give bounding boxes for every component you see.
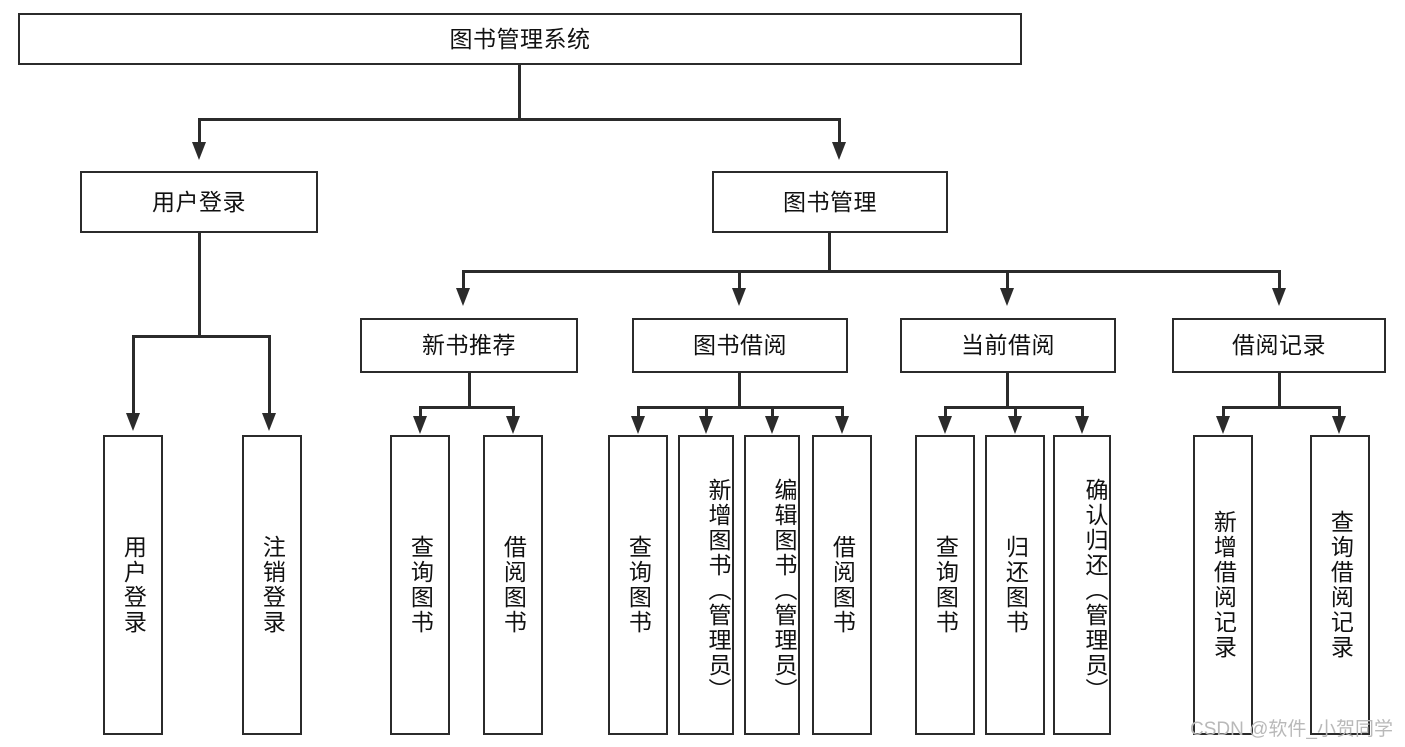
csdn-watermark: CSDN @软件_小贺同学 (1190, 719, 1393, 740)
arrowhead-user-login-to-leaf-2 (262, 413, 276, 431)
connector-root-stem (518, 65, 521, 118)
connector-borrow-records-to-leaf-1 (1222, 406, 1225, 418)
connector-user-login-stem (198, 233, 201, 335)
connector-user-login-to-leaf-1 (132, 335, 135, 415)
arrowhead-current-borrow-to-leaf-2 (1008, 416, 1022, 434)
leaf-user-login-logout[interactable]: 注销登录 (242, 435, 302, 735)
node-user-login[interactable]: 用户登录 (80, 171, 318, 233)
node-label: 确认归还（管理员） (1082, 477, 1108, 703)
node-label: 图书借阅 (693, 332, 787, 359)
node-label: 当前借阅 (961, 332, 1055, 359)
connector-book-management-to-borrow-records (1278, 270, 1281, 290)
arrowhead-user-login-to-leaf-1 (126, 413, 140, 431)
arrowhead-root-to-user-login (192, 142, 206, 160)
connector-book-borrow-to-leaf-2 (705, 406, 708, 418)
leaf-book-borrow-borrow-book[interactable]: 借阅图书 (812, 435, 872, 735)
connector-book-borrow-to-leaf-4 (841, 406, 844, 418)
node-label: 用户登录 (120, 535, 147, 635)
node-borrow-records[interactable]: 借阅记录 (1172, 318, 1386, 373)
connector-borrow-records-to-leaf-2 (1338, 406, 1341, 418)
arrowhead-book-management-to-new-book (456, 288, 470, 306)
node-book-borrow[interactable]: 图书借阅 (632, 318, 848, 373)
node-current-borrow[interactable]: 当前借阅 (900, 318, 1116, 373)
connector-book-management-to-new-book (462, 270, 465, 290)
node-label: 新增图书（管理员） (705, 477, 731, 703)
connector-new-book-stem (468, 373, 471, 406)
arrowhead-book-management-to-current-borrow (1000, 288, 1014, 306)
node-label: 借阅图书 (500, 535, 527, 635)
connector-book-management-to-current-borrow (1006, 270, 1009, 290)
node-label: 新书推荐 (422, 332, 516, 359)
leaf-current-borrow-return-book[interactable]: 归还图书 (985, 435, 1045, 735)
connector-new-book-to-leaf-2 (512, 406, 515, 418)
arrowhead-book-borrow-to-leaf-2 (699, 416, 713, 434)
arrowhead-book-management-to-book-borrow (732, 288, 746, 306)
leaf-new-book-query-book[interactable]: 查询图书 (390, 435, 450, 735)
leaf-book-borrow-add-book-admin[interactable]: 新增图书（管理员） (678, 435, 734, 735)
connector-book-management-bus (462, 270, 1280, 273)
arrowhead-current-borrow-to-leaf-3 (1075, 416, 1089, 434)
connector-book-borrow-bus (637, 406, 843, 409)
arrowhead-book-management-to-borrow-records (1272, 288, 1286, 306)
node-label: 归还图书 (1002, 535, 1029, 635)
arrowhead-book-borrow-to-leaf-4 (835, 416, 849, 434)
connector-current-borrow-bus (944, 406, 1083, 409)
connector-root-to-book-management (838, 118, 841, 144)
arrowhead-new-book-to-leaf-2 (506, 416, 520, 434)
connector-book-borrow-to-leaf-3 (771, 406, 774, 418)
connector-current-borrow-to-leaf-2 (1014, 406, 1017, 418)
connector-user-login-to-leaf-2 (268, 335, 271, 415)
connector-borrow-records-stem (1278, 373, 1281, 406)
arrowhead-new-book-to-leaf-1 (413, 416, 427, 434)
connector-new-book-bus (419, 406, 514, 409)
node-label: 借阅记录 (1232, 332, 1326, 359)
leaf-current-borrow-query-book[interactable]: 查询图书 (915, 435, 975, 735)
leaf-borrow-records-query-record[interactable]: 查询借阅记录 (1310, 435, 1370, 735)
node-label: 查询借阅记录 (1327, 510, 1354, 660)
node-label: 新增借阅记录 (1210, 510, 1237, 660)
connector-borrow-records-bus (1222, 406, 1340, 409)
node-book-management[interactable]: 图书管理 (712, 171, 948, 233)
node-label: 借阅图书 (829, 535, 856, 635)
arrowhead-book-borrow-to-leaf-1 (631, 416, 645, 434)
connector-root-bus (198, 118, 840, 121)
leaf-borrow-records-add-record[interactable]: 新增借阅记录 (1193, 435, 1253, 735)
node-label: 图书管理系统 (449, 25, 591, 52)
node-root-book-management-system[interactable]: 图书管理系统 (18, 13, 1022, 65)
connector-new-book-to-leaf-1 (419, 406, 422, 418)
node-new-book-recommend[interactable]: 新书推荐 (360, 318, 578, 373)
arrowhead-root-to-book-management (832, 142, 846, 160)
connector-book-management-to-book-borrow (738, 270, 741, 290)
connector-current-borrow-to-leaf-1 (944, 406, 947, 418)
node-label: 查询图书 (932, 535, 959, 635)
connector-user-login-bus (132, 335, 268, 338)
connector-book-management-stem (828, 233, 831, 270)
node-label: 编辑图书（管理员） (771, 477, 797, 703)
arrowhead-current-borrow-to-leaf-1 (938, 416, 952, 434)
node-label: 注销登录 (259, 535, 286, 635)
connector-book-borrow-to-leaf-1 (637, 406, 640, 418)
arrowhead-borrow-records-to-leaf-1 (1216, 416, 1230, 434)
node-label: 用户登录 (152, 188, 246, 215)
leaf-current-borrow-confirm-return-admin[interactable]: 确认归还（管理员） (1053, 435, 1111, 735)
leaf-user-login-login[interactable]: 用户登录 (103, 435, 163, 735)
leaf-new-book-borrow-book[interactable]: 借阅图书 (483, 435, 543, 735)
leaf-book-borrow-edit-book-admin[interactable]: 编辑图书（管理员） (744, 435, 800, 735)
connector-book-borrow-stem (738, 373, 741, 406)
node-label: 图书管理 (783, 188, 877, 215)
connector-current-borrow-to-leaf-3 (1081, 406, 1084, 418)
node-label: 查询图书 (625, 535, 652, 635)
arrowhead-book-borrow-to-leaf-3 (765, 416, 779, 434)
connector-current-borrow-stem (1006, 373, 1009, 406)
connector-root-to-user-login (198, 118, 201, 144)
arrowhead-borrow-records-to-leaf-2 (1332, 416, 1346, 434)
leaf-book-borrow-query-book[interactable]: 查询图书 (608, 435, 668, 735)
node-label: 查询图书 (407, 535, 434, 635)
